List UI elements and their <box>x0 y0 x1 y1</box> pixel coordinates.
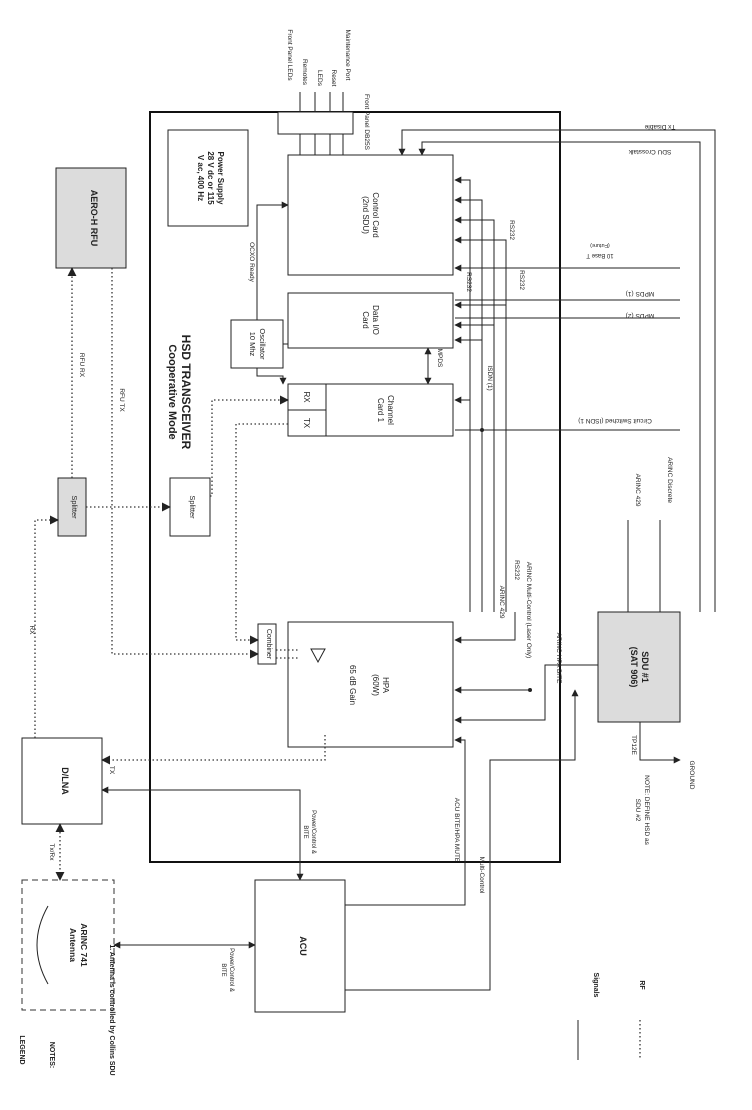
arinc-multi-laser-label: ARINC Multi-Control (Laser Only) <box>525 562 532 658</box>
channel-card-label: Channel <box>386 395 395 425</box>
gain-label: 65 dB Gain <box>348 665 357 705</box>
aero-rfu-label: AERO-H RFU <box>89 190 99 247</box>
transceiver-title-main: HSD TRANSCEIVER <box>179 335 193 450</box>
arinc-hpa-bite-label: ARINC HPA BITE <box>555 633 562 684</box>
rs232-label-c: RS232 <box>465 272 472 292</box>
rx-label: RX <box>28 625 35 635</box>
multi-control-label: Multi-Control <box>478 857 485 894</box>
acu-bite-hpa-mute-label: ACU BITE/HPA MUTE <box>453 798 460 863</box>
power-control-bite-2-sub: BITE <box>220 963 226 976</box>
tx-rx-label: Tx/Rx <box>48 844 55 862</box>
channel-rx-label: RX <box>302 391 311 403</box>
arinc-discrete-label: ARINC Discrete <box>666 457 673 503</box>
arinc-429-left-label: ARINC 429 <box>498 586 505 619</box>
control-card-sublabel: (2nd SDU) <box>361 196 370 234</box>
mpds-1-label: MPDS (1) <box>626 290 655 297</box>
legend-signals-label: Signals <box>592 973 599 998</box>
remotes-label: Remotes <box>301 59 308 86</box>
aero-rfu-box <box>55 167 127 269</box>
hpa-label: HPA <box>381 677 390 694</box>
antenna-label: ARINC 741 <box>79 923 89 967</box>
control-card <box>287 154 454 276</box>
mpds-2-label: MPDS (2) <box>626 312 655 319</box>
transceiver-title: HSD TRANSCEIVER Cooperative Mode <box>166 335 193 450</box>
ten-base-t-future: (Future) <box>590 242 610 248</box>
maintenance-port-label: Maintenance Port <box>344 30 351 81</box>
data-io-card-label: Data I/O <box>371 305 380 335</box>
ten-base-t-label: 10 Base T <box>586 252 614 258</box>
tx-disable-label: Tx Disable <box>644 123 675 130</box>
rfu-tx-label: RFU TX <box>118 388 125 412</box>
antenna-dish-icon <box>36 905 49 985</box>
data-io-card <box>287 292 454 349</box>
channel-tx-label: TX <box>302 418 311 429</box>
power-control-bite-1-sub: BITE <box>302 825 308 838</box>
antenna-sublabel: Antenna <box>68 928 78 962</box>
power-control-bite-1-label: Power/Control & <box>310 810 316 854</box>
oscillator-sublabel: 10 Mhz <box>248 332 257 357</box>
reset-label: Reset <box>330 70 337 87</box>
note-define-sub: SDU #2 <box>634 799 641 822</box>
leds-label: LEDs <box>316 70 323 87</box>
arinc-429-right-label: ARINC 429 <box>634 474 641 507</box>
data-io-card-sublabel: Card <box>361 311 370 328</box>
notes-item-1: 1. Antenna is controlled by Collins SDU <box>108 944 115 1075</box>
sdu-sublabel: (SAT 906) <box>629 647 639 688</box>
legend-heading: LEGEND <box>18 1035 25 1064</box>
tx-label: TX <box>108 766 115 775</box>
hsd-transceiver-box <box>149 111 561 863</box>
splitter-outer-box <box>57 477 87 537</box>
rs232-label-a: RS232 <box>508 220 515 240</box>
combiner-label: Combiner <box>265 629 272 660</box>
sdu-label: SDU #1 <box>640 651 650 683</box>
oscillator-label: Oscillator <box>258 328 267 360</box>
note-define-label: NOTE: DEFINE HSD as <box>643 775 650 845</box>
sdu-crosstalk-label: SDU Crosstalk <box>628 148 671 155</box>
front-panel-leds-label: Front Panel LEDs <box>286 29 293 81</box>
transceiver-title-sub: Cooperative Mode <box>166 344 178 439</box>
acu-label: ACU <box>298 936 308 956</box>
sdu-box <box>597 611 681 723</box>
svg-text:Power Supply: Power Supply <box>216 152 225 205</box>
oscillator-box <box>230 319 284 369</box>
splitter-inner-label: Splitter <box>188 495 197 519</box>
isdn-1-label: ISDN (1) <box>486 365 493 390</box>
splitter-inner-box <box>169 477 211 537</box>
rs232-label-b: RS232 <box>518 270 525 290</box>
circuit-switched-label: Circuit Switched (ISDN 1) <box>578 417 652 424</box>
hpa-box <box>287 621 454 748</box>
mpds-internal-label: MPDS <box>436 349 443 368</box>
antenna-box <box>21 879 115 1011</box>
notes-heading: NOTES: <box>48 1042 55 1068</box>
ocxo-ready-label: OCXO Ready <box>248 242 255 282</box>
dlna-box <box>21 737 103 825</box>
splitter-outer-label: Splitter <box>70 495 79 519</box>
front-panel-db25s-label: Front Panel DB25S <box>363 94 370 151</box>
rs232-label-d: RS232 <box>513 560 520 580</box>
ground-label: GROUND <box>688 761 695 790</box>
svg-text:V ac, 400 Hz: V ac, 400 Hz <box>196 155 205 201</box>
power-control-bite-2-label: Power/Control & <box>228 948 234 992</box>
dlna-label: D/LNA <box>60 767 70 795</box>
svg-text:28 V dc or 115: 28 V dc or 115 <box>206 151 215 205</box>
channel-card-sublabel: Card 1 <box>376 398 385 423</box>
control-card-label: Control Card <box>371 192 380 237</box>
hpa-sublabel: (60W) <box>371 674 380 696</box>
tp12e-label: TP12E <box>630 735 637 756</box>
power-supply-box <box>167 129 249 227</box>
legend-rf-label: RF <box>638 980 645 990</box>
power-supply-label: Power Supply 28 V dc or 115 V ac, 400 Hz <box>196 151 225 205</box>
amplifier-symbol <box>310 648 326 664</box>
rfu-rx-label: RFU RX <box>78 353 85 378</box>
